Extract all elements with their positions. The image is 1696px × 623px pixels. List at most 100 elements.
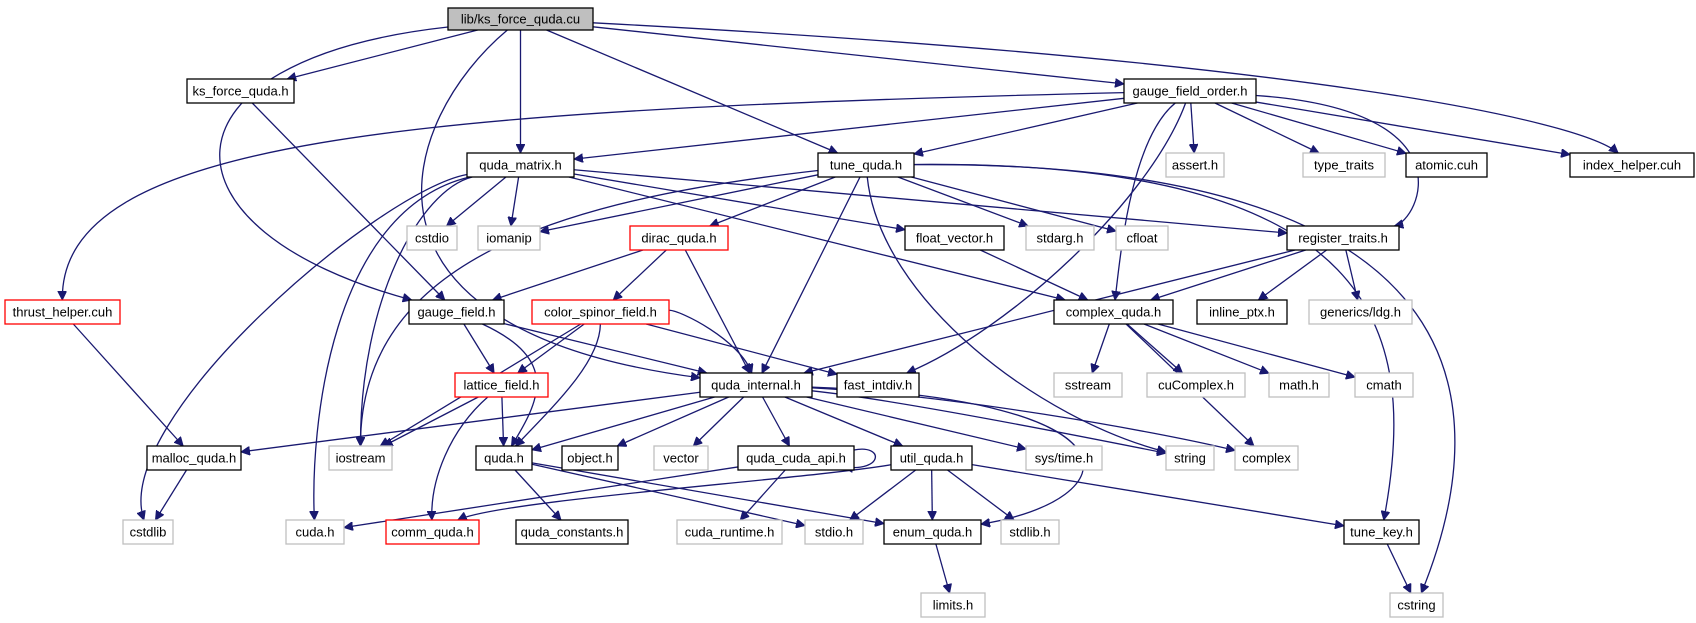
node-box <box>1286 225 1400 251</box>
edge-gauge_field_order_h-to-thrust_helper_cuh <box>62 91 1125 300</box>
node-box <box>475 445 533 471</box>
node-box <box>1025 445 1103 471</box>
node-box <box>836 372 920 398</box>
node-label: cfloat <box>1126 231 1157 246</box>
node-label: cuComplex.h <box>1158 378 1234 393</box>
node-gauge-field-h[interactable]: gauge_field.h <box>408 299 505 325</box>
edge-tune_quda_h-to-quda_internal_h <box>761 176 861 373</box>
node-object-h[interactable]: object.h <box>561 445 619 471</box>
edge-gauge_field_order_h-to-fast_intdiv_h <box>907 102 1187 373</box>
edge-quda_matrix_h-to-cstdlib <box>141 173 468 520</box>
node-enum-quda-h[interactable]: enum_quda.h <box>883 519 982 545</box>
edge-quda_matrix_h-to-iostream <box>360 176 473 446</box>
node-label: sstream <box>1065 378 1111 393</box>
edge-complex_quda_h-to-cuComplex_h <box>1126 323 1182 373</box>
node-root[interactable]: lib/ks_force_quda.cu <box>447 7 594 31</box>
edge-util_quda_h-to-stdlib_h <box>947 469 1014 520</box>
node-register-traits-h[interactable]: register_traits.h <box>1286 225 1400 251</box>
edge-root-to-gauge_field_order_h <box>592 26 1124 84</box>
node-stdlib-h: stdlib.h <box>1000 519 1060 545</box>
edge-root-to-tune_quda_h <box>546 29 838 153</box>
edge-quda_matrix_h-to-complex_quda_h <box>568 176 1065 300</box>
node-box <box>1343 519 1420 545</box>
node-comm-quda-h[interactable]: comm_quda.h <box>385 519 480 545</box>
node-box <box>1165 445 1215 471</box>
edge-gauge_field_h-to-lattice_field_h <box>463 323 495 373</box>
node-label: quda_constants.h <box>521 525 624 540</box>
edge-ks_force_quda_h-to-gauge_field_h <box>251 102 445 300</box>
node-label: inline_ptx.h <box>1209 305 1275 320</box>
node-quda-constants-h[interactable]: quda_constants.h <box>515 519 629 545</box>
node-box <box>454 372 549 398</box>
node-iomanip: iomanip <box>477 225 541 251</box>
node-sstream: sstream <box>1053 372 1123 398</box>
edge-quda_internal_h-to-string <box>811 390 1166 453</box>
node-gauge-field-order-h[interactable]: gauge_field_order.h <box>1123 78 1257 104</box>
node-label: enum_quda.h <box>893 525 973 540</box>
node-box <box>890 445 973 471</box>
node-label: cuda_runtime.h <box>685 525 775 540</box>
node-cuda-runtime-h: cuda_runtime.h <box>676 519 783 545</box>
node-label: object.h <box>567 451 613 466</box>
node-label: complex <box>1242 451 1291 466</box>
node-atomic-cuh[interactable]: atomic.cuh <box>1405 152 1488 178</box>
node-box <box>186 78 295 104</box>
edge-color_spinor_field_h-to-quda_h <box>516 323 602 446</box>
node-box <box>699 372 813 398</box>
node-box <box>406 225 458 251</box>
node-box <box>515 519 629 545</box>
node-inline-ptx-h[interactable]: inline_ptx.h <box>1196 299 1288 325</box>
edge-gauge_field_h-to-quda_internal_h <box>503 322 707 373</box>
edges-layer <box>62 22 1618 593</box>
node-malloc-quda-h[interactable]: malloc_quda.h <box>146 445 242 471</box>
node-fast-intdiv-h[interactable]: fast_intdiv.h <box>836 372 920 398</box>
node-quda-internal-h[interactable]: quda_internal.h <box>699 372 813 398</box>
node-stdarg-h: stdarg.h <box>1025 225 1095 251</box>
edge-util_quda_h-to-tune_key_h <box>971 464 1344 526</box>
node-label: color_spinor_field.h <box>544 305 657 320</box>
node-label: malloc_quda.h <box>152 451 237 466</box>
node-assert-h: assert.h <box>1165 152 1225 178</box>
node-label: gauge_field.h <box>417 305 495 320</box>
node-label: tune_quda.h <box>830 158 902 173</box>
edge-quda_matrix_h-to-iomanip <box>511 176 520 226</box>
node-box <box>4 299 121 325</box>
node-tune-quda-h[interactable]: tune_quda.h <box>817 152 915 178</box>
node-label: tune_key.h <box>1350 525 1413 540</box>
node-label: comm_quda.h <box>391 525 473 540</box>
node-util-quda-h[interactable]: util_quda.h <box>890 445 973 471</box>
node-label: float_vector.h <box>916 231 993 246</box>
node-box <box>1165 152 1225 178</box>
node-box <box>1123 78 1257 104</box>
node-label: cstring <box>1397 598 1435 613</box>
node-quda-h[interactable]: quda.h <box>475 445 533 471</box>
node-label: stdlib.h <box>1009 525 1050 540</box>
node-box <box>1146 372 1246 398</box>
node-color-spinor-field-h[interactable]: color_spinor_field.h <box>531 299 670 325</box>
edge-tune_quda_h-to-tune_key_h <box>913 163 1395 520</box>
node-box <box>1268 372 1330 398</box>
node-ks-force-quda-h[interactable]: ks_force_quda.h <box>186 78 295 104</box>
node-vector: vector <box>653 445 709 471</box>
node-lattice-field-h[interactable]: lattice_field.h <box>454 372 549 398</box>
node-float-vector-h[interactable]: float_vector.h <box>904 225 1005 251</box>
edge-tune_key_h-to-cstring <box>1386 543 1410 593</box>
node-dirac-quda-h[interactable]: dirac_quda.h <box>629 225 729 251</box>
edge-complex_quda_h-to-sstream <box>1092 323 1110 373</box>
node-label: lattice_field.h <box>464 378 540 393</box>
node-tune-key-h[interactable]: tune_key.h <box>1343 519 1420 545</box>
node-thrust-helper-cuh[interactable]: thrust_helper.cuh <box>4 299 121 325</box>
node-index-helper-cuh[interactable]: index_helper.cuh <box>1569 152 1695 178</box>
edge-lattice_field_h-to-iostream <box>384 396 479 447</box>
node-label: thrust_helper.cuh <box>13 305 113 320</box>
node-box <box>1053 372 1123 398</box>
node-stdio-h: stdio.h <box>804 519 864 545</box>
node-quda-matrix-h[interactable]: quda_matrix.h <box>466 152 575 178</box>
node-complex-quda-h[interactable]: complex_quda.h <box>1053 299 1174 325</box>
node-quda-cuda-api-h[interactable]: quda_cuda_api.h <box>737 445 855 471</box>
edge-register_traits_h-to-complex_quda_h <box>1151 249 1306 300</box>
edge-color_spinor_field_h-to-fast_intdiv_h <box>645 323 837 374</box>
edge-util_quda_h-to-enum_quda_h <box>932 469 933 520</box>
